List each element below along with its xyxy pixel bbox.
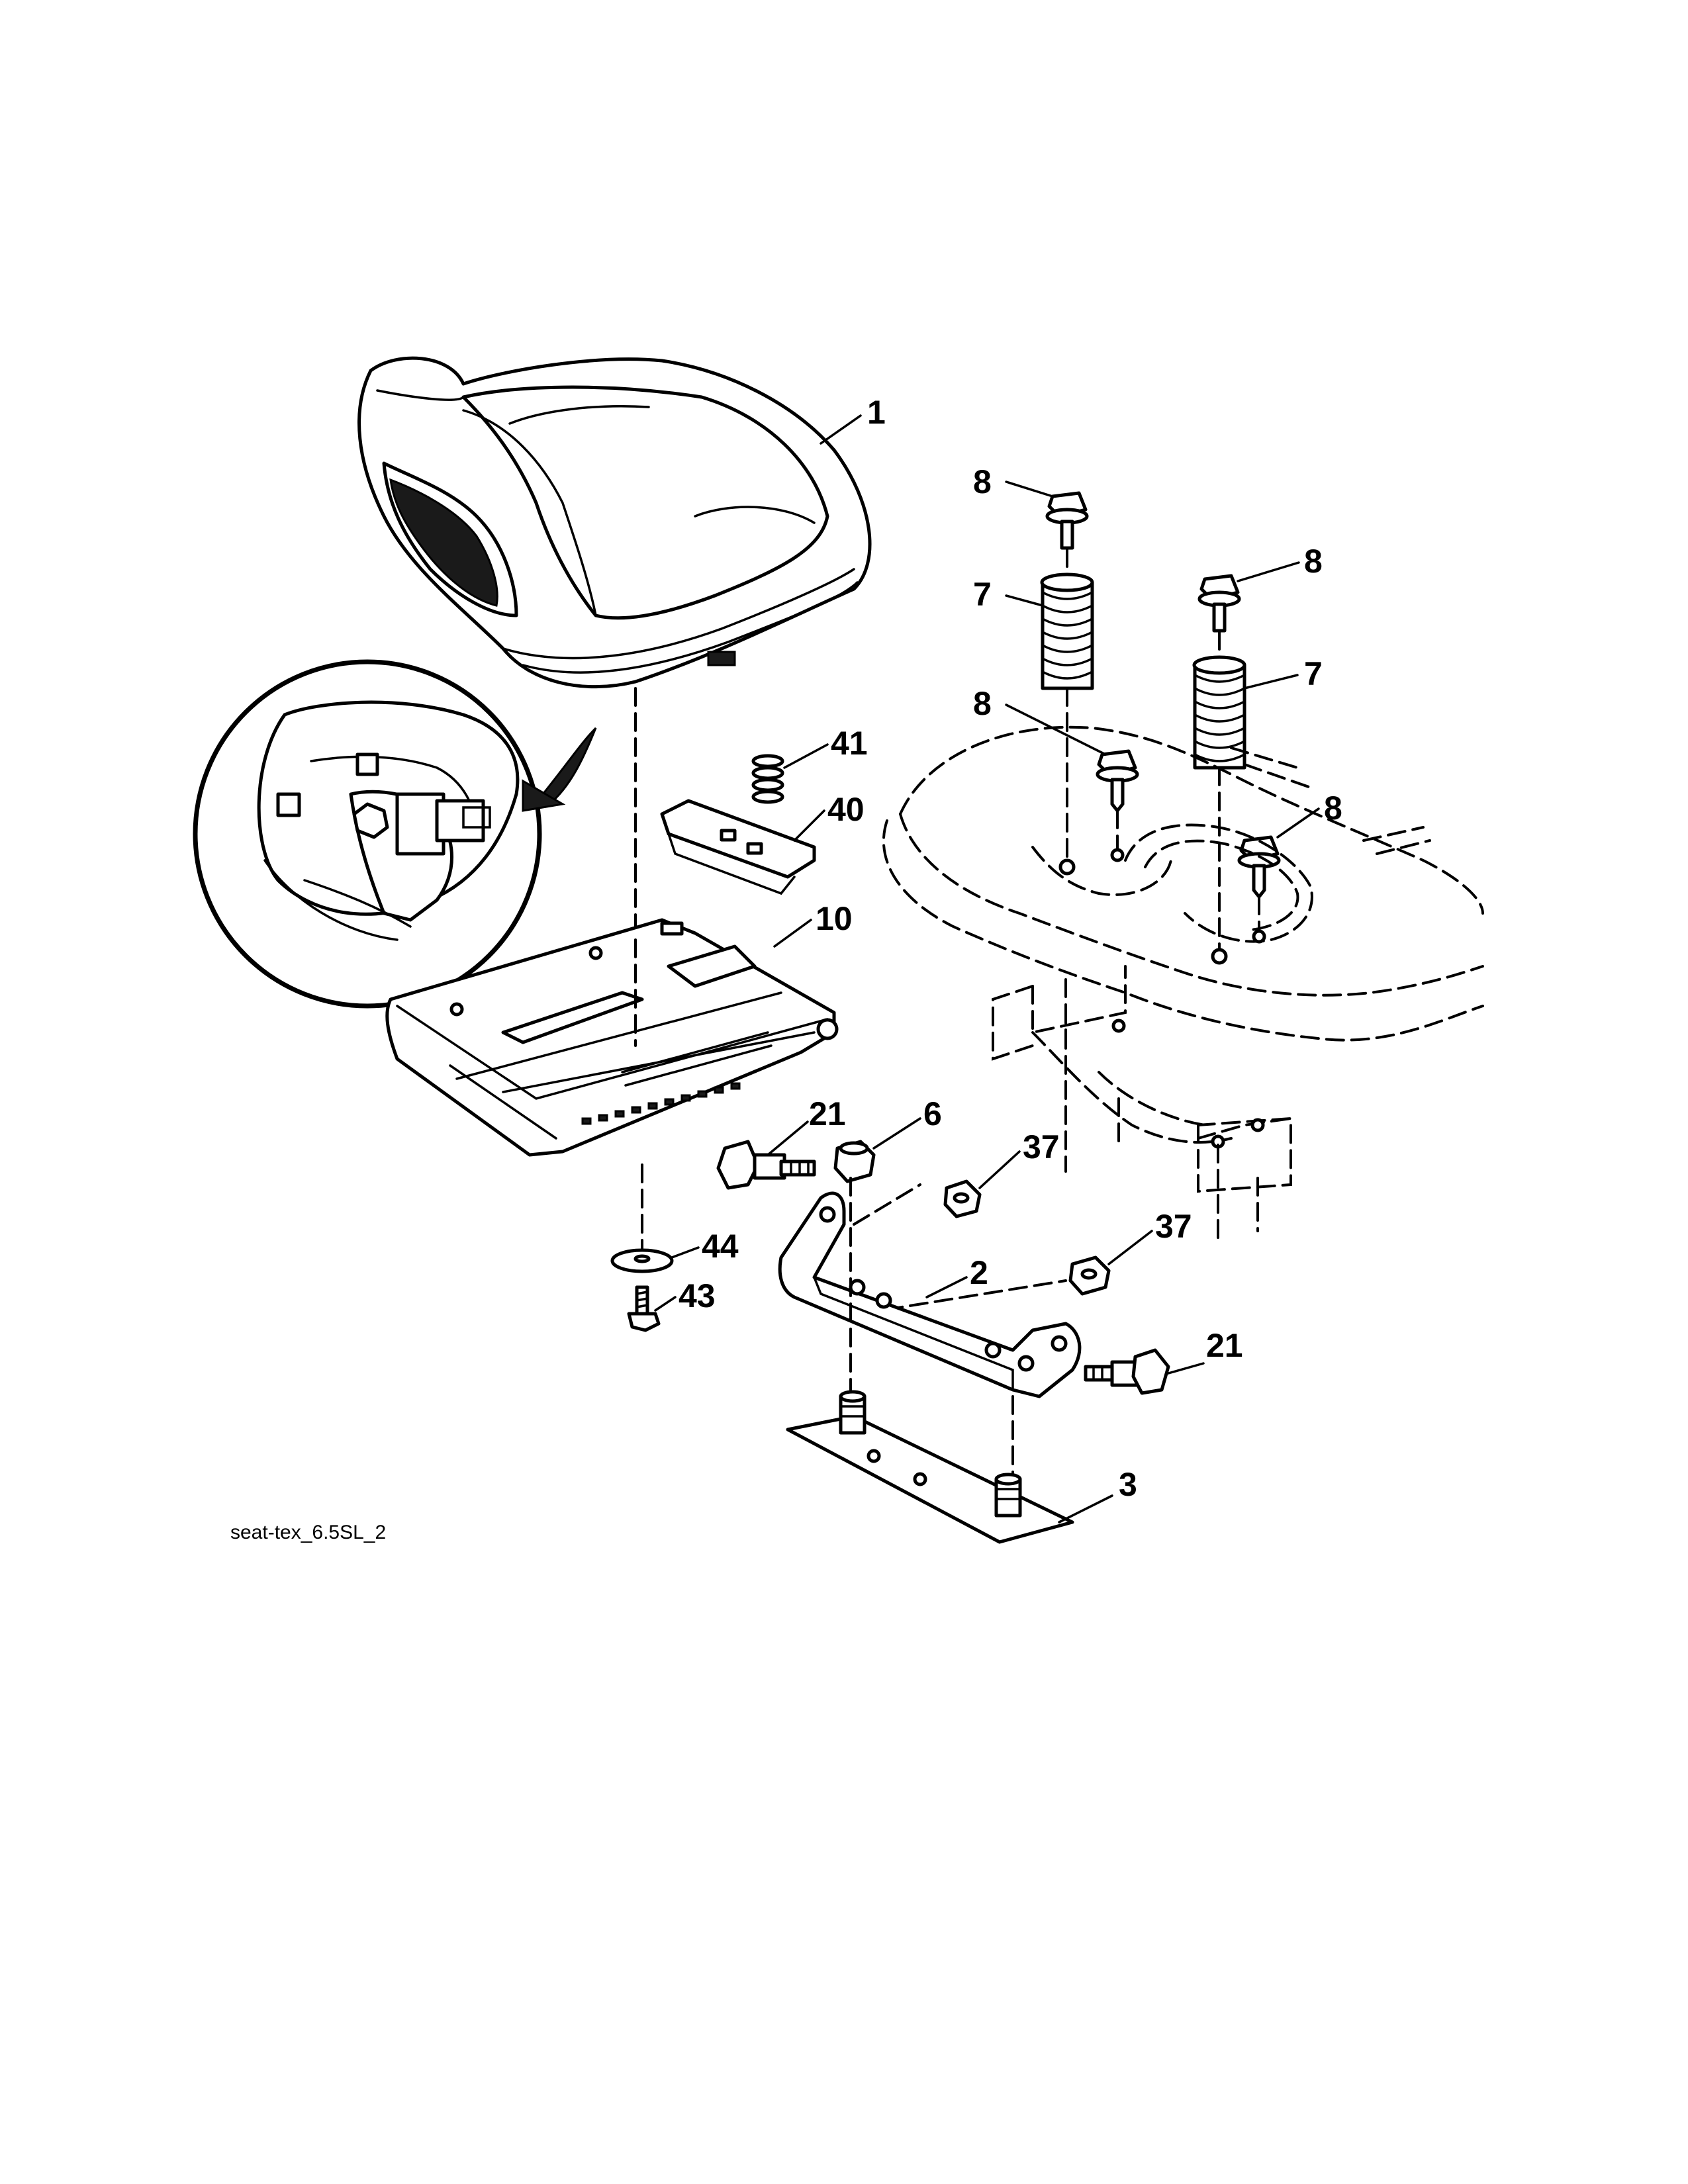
bolt-low-b [1237,835,1281,899]
screw [627,1285,661,1332]
nut-a [943,1179,982,1218]
callout-label: 7 [973,576,992,613]
callout-label: 43 [679,1277,716,1314]
tractor-frame-phantom [882,725,1484,1239]
washer [610,1248,674,1273]
callout-label: 40 [827,791,865,828]
seat-pan [385,918,839,1157]
callout-label: 41 [831,725,868,762]
spring-a [1040,572,1094,690]
bracket [778,1191,1082,1398]
bolt-low-a [1096,749,1139,813]
shoulder-bolt-a [716,1140,816,1190]
callout-label: 37 [1155,1208,1192,1245]
shoulder-bolt-b [1084,1348,1170,1395]
lock-nut [833,1140,876,1183]
small-spring [751,754,784,804]
seat-pan-slots [581,1082,741,1125]
dash-7 [853,1183,921,1226]
reference-code: seat-tex_6.5SL_2 [230,1522,386,1543]
callout-label: 10 [816,900,853,937]
nut-b [1068,1255,1111,1296]
callout-label: 8 [973,685,992,722]
bolt-top-b [1197,574,1241,633]
callout-label: 1 [867,394,886,431]
callout-label: 21 [1206,1327,1243,1364]
seat [357,356,872,689]
callout-label: 8 [1304,543,1323,580]
callout-label: 8 [1324,790,1342,827]
leader-lines [654,414,1320,1524]
callout-label: 7 [1304,655,1323,692]
bolt-top-a [1045,491,1089,550]
spring-b [1192,655,1246,770]
plate [786,1390,1074,1544]
clip [660,799,816,895]
callout-label: 3 [1119,1466,1137,1503]
callout-label: 8 [973,463,992,500]
detail-view [193,659,597,1009]
callout-label: 21 [809,1095,846,1132]
callout-label: 2 [970,1254,988,1291]
callout-label: 44 [702,1228,739,1265]
callout-label: 6 [923,1095,942,1132]
callout-label: 37 [1023,1128,1060,1165]
